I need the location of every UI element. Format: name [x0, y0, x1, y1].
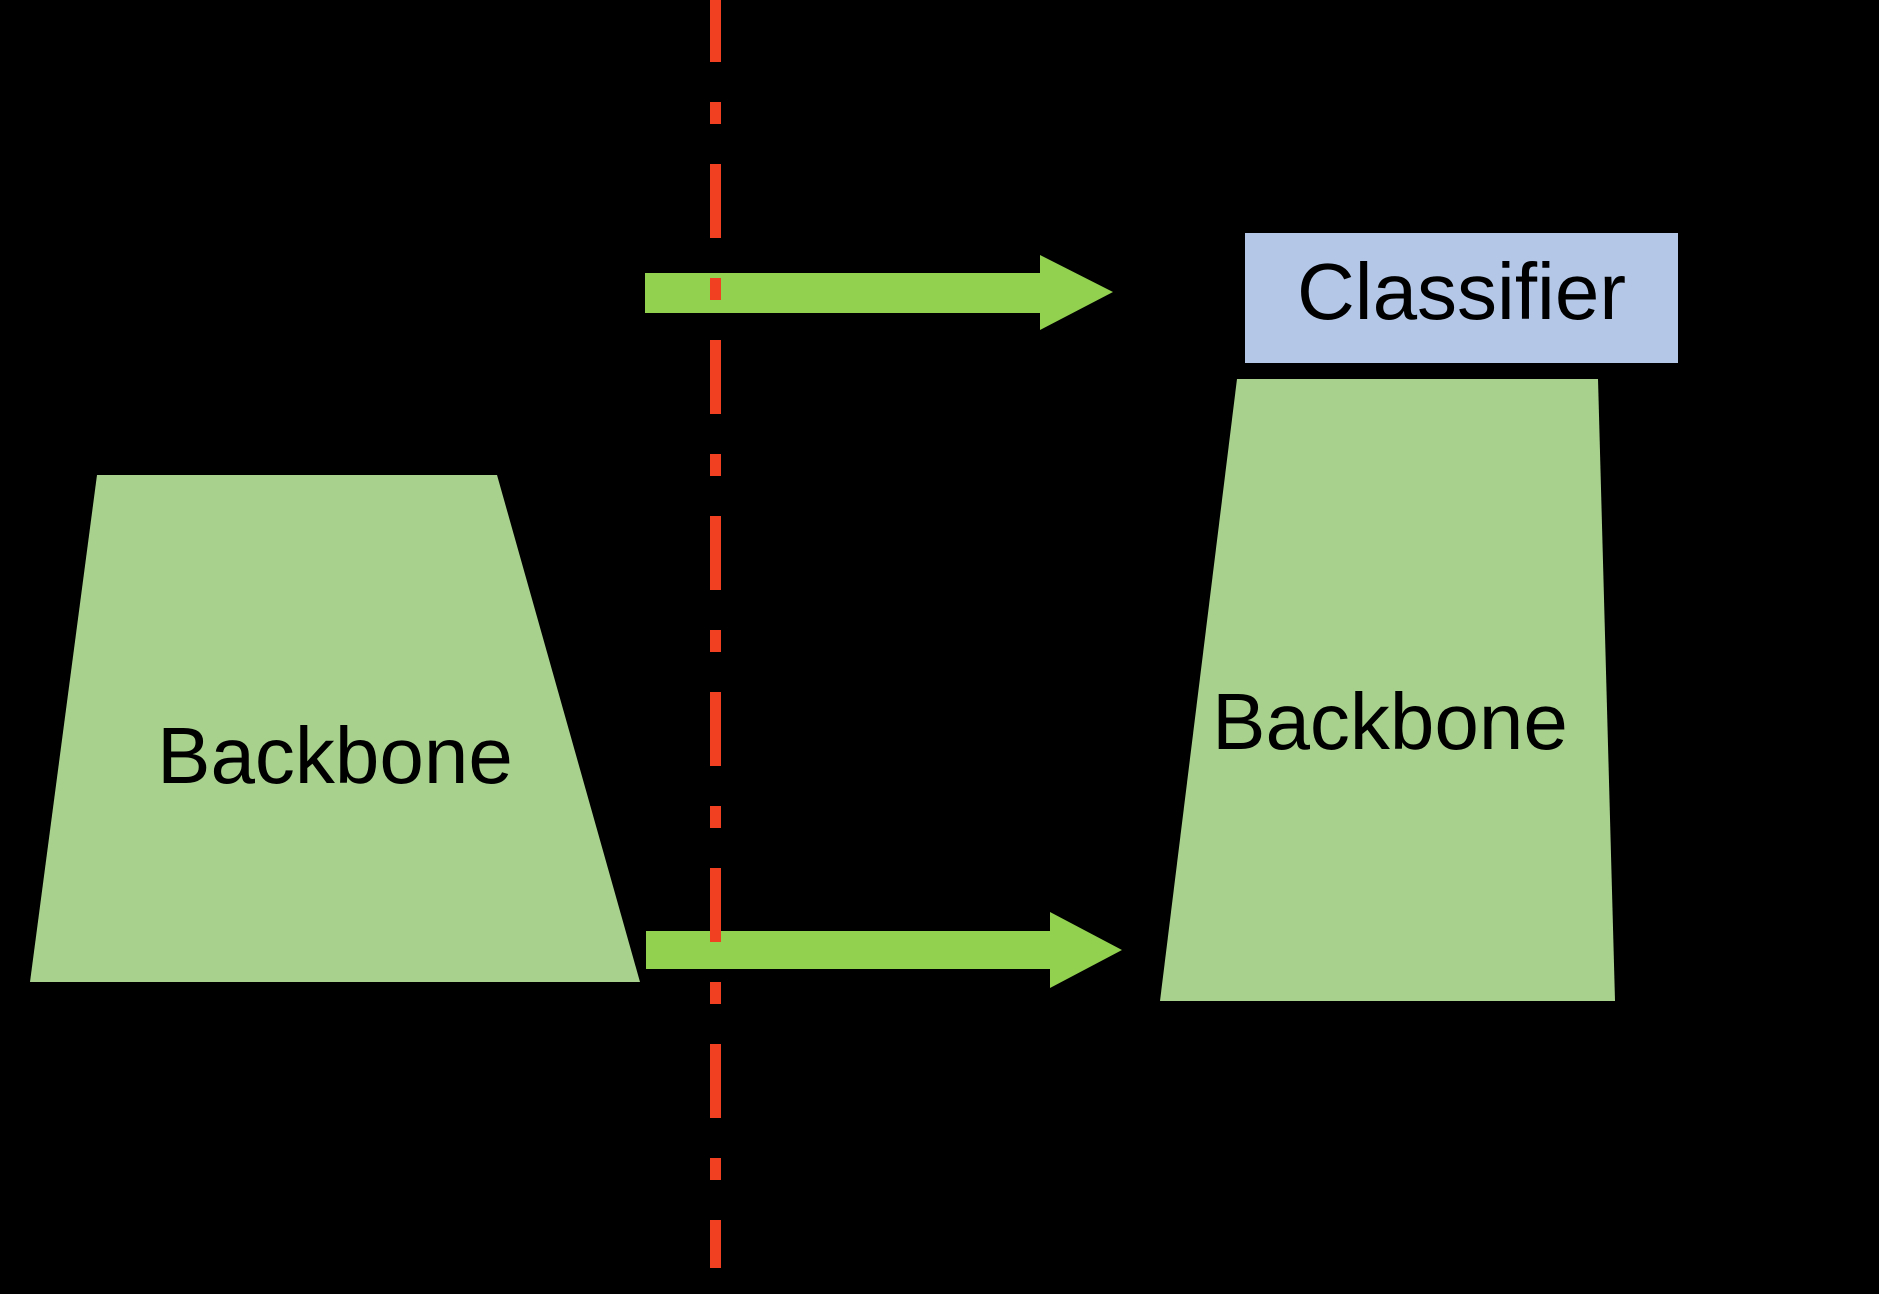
top-transfer-arrow[interactable]	[645, 255, 1113, 330]
bottom-transfer-arrow[interactable]	[646, 912, 1122, 988]
target-backbone-trapezoid[interactable]	[1160, 379, 1615, 1001]
source-backbone-trapezoid[interactable]	[30, 475, 640, 982]
classifier-box[interactable]	[1245, 233, 1678, 363]
